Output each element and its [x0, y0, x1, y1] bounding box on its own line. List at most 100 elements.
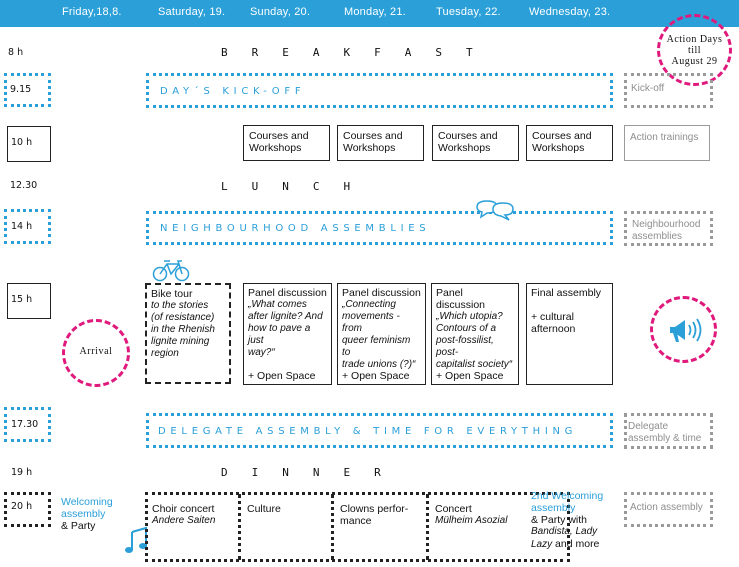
divider-3 [426, 494, 429, 560]
welcoming-text: Welcoming assembly & Party [61, 496, 113, 532]
bike-tour-line5: region [151, 348, 179, 359]
second-welcoming-line2: assembly [531, 502, 576, 514]
action-days-badge [657, 14, 732, 86]
panel-tuesday: Panel discussion „Which utopia? Contours… [431, 283, 519, 385]
second-welcoming-line4: Bandista, Lady [531, 526, 598, 537]
day-wednesday: Wednesday, 23. [529, 6, 611, 18]
day-friday: Friday,18,8. [62, 6, 122, 18]
courses-monday-line1: Courses and [343, 130, 403, 142]
courses-monday-line2: Workshops [343, 142, 396, 154]
panel-sunday-title: Panel discussion [248, 287, 327, 299]
panel-monday: Panel discussion „Connecting movements -… [337, 283, 426, 385]
panel-sunday-line3: how to pave a just [248, 323, 311, 346]
panel-monday-open-space: + Open Space [342, 370, 410, 382]
panel-sunday: Panel discussion „What comes after ligni… [243, 283, 332, 385]
time-1230: 12.30 [10, 180, 38, 191]
final-assembly-title: Final assembly [531, 287, 602, 299]
time-915: 9.15 [10, 84, 32, 95]
panel-monday-line3: queer feminism to [342, 335, 411, 358]
courses-monday: Courses and Workshops [337, 125, 424, 161]
days-header-bar [0, 0, 739, 27]
courses-wednesday: Courses and Workshops [526, 125, 613, 161]
bike-tour-line3: in the Rhenish [151, 324, 215, 335]
final-assembly-line1: + cultural [531, 311, 574, 323]
courses-sunday: Courses and Workshops [243, 125, 330, 161]
action-days-line2: till [687, 45, 702, 56]
delegate-label: DELEGATE ASSEMBLY & TIME FOR EVERYTHING [158, 426, 578, 437]
action-days-line3: August 29 [671, 56, 718, 67]
evening-band [145, 492, 570, 562]
courses-sunday-line2: Workshops [249, 142, 302, 154]
courses-tuesday-line2: Workshops [438, 142, 491, 154]
courses-wednesday-line1: Courses and [532, 130, 592, 142]
time-box-14h [4, 209, 51, 244]
time-box-915 [4, 73, 51, 107]
time-box-20h [4, 492, 51, 527]
divider-1 [238, 494, 241, 560]
delegate-band [146, 413, 613, 448]
concert: Concert Mülheim Asozial [435, 503, 507, 527]
lunch-label: LUNCH [221, 180, 375, 193]
panel-tuesday-title: Panel discussion [436, 287, 486, 311]
right-neighbourhood-line1: Neighbourhood [632, 219, 701, 230]
arrival-label: Arrival [79, 346, 113, 357]
right-neighbourhood-text: Neighbourhood assemblies [632, 219, 700, 243]
speech-bubbles-icon [476, 200, 514, 221]
time-8h: 8 h [8, 47, 24, 58]
panel-monday-line4: trade unions (?)“ [342, 359, 416, 370]
final-assembly-box: Final assembly + cultural afternoon [526, 283, 613, 385]
time-20h: 20 h [11, 501, 33, 512]
time-box-1730 [4, 407, 51, 442]
culture: Culture [247, 503, 281, 515]
final-assembly-line2: afternoon [531, 323, 576, 335]
clowns-line1: Clowns perfor- [340, 503, 409, 515]
second-welcoming-line5a: Lazy [531, 539, 553, 550]
courses-tuesday-line1: Courses and [438, 130, 498, 142]
time-10h: 10 h [11, 137, 33, 148]
concert-title: Concert [435, 503, 472, 515]
right-delegate-line1: Delegate [628, 421, 669, 432]
bike-tour-box: Bike tour to the stories (of resistance)… [145, 283, 231, 384]
bike-tour-line4: lignite mining [151, 336, 210, 347]
bike-tour-line2: (of resistance) [151, 312, 215, 323]
second-welcoming-line5b: and more [552, 538, 600, 550]
right-action-assembly-label: Action assembly [630, 502, 703, 513]
kickoff-band [146, 73, 613, 108]
choir-concert-title: Choir concert [152, 503, 215, 515]
divider-2 [331, 494, 334, 560]
choir-concert-sub: Andere Saiten [152, 515, 216, 526]
day-tuesday: Tuesday, 22. [436, 6, 501, 18]
right-kickoff-label: Kick-off [631, 83, 665, 94]
panel-sunday-open-space: + Open Space [248, 370, 316, 382]
panel-tuesday-line3: post-fossilist, post- [436, 335, 494, 358]
concert-sub: Mülheim Asozial [435, 515, 508, 526]
choir-concert: Choir concert Andere Saiten [152, 503, 215, 527]
welcoming-line1: Welcoming [61, 496, 113, 508]
neighbourhood-label: NEIGHBOURHOOD ASSEMBLIES [160, 223, 431, 234]
time-14h: 14 h [11, 221, 33, 232]
right-action-assembly-box [624, 492, 713, 527]
second-welcoming-line1: 2nd Welcoming [531, 490, 604, 502]
megaphone-icon [670, 318, 702, 342]
right-delegate-box [624, 413, 713, 449]
day-monday: Monday, 21. [344, 6, 406, 18]
panel-tuesday-open-space: + Open Space [436, 370, 504, 382]
bicycle-icon [152, 260, 190, 282]
action-days-line1: Action Days [666, 34, 723, 45]
right-trainings-label: Action trainings [630, 132, 699, 143]
arrival-circle [62, 319, 130, 387]
panel-sunday-line4: way?“ [248, 347, 275, 358]
time-box-15h [7, 283, 51, 319]
clowns-line2: mance [340, 515, 372, 527]
bike-tour-title: Bike tour [151, 288, 193, 300]
dinner-label: DINNER [221, 466, 405, 479]
courses-wednesday-line2: Workshops [532, 142, 585, 154]
day-sunday: Sunday, 20. [250, 6, 311, 18]
megaphone-circle [650, 296, 717, 363]
panel-tuesday-line1: „Which utopia? [436, 311, 503, 322]
right-neighbourhood-line2: assemblies [632, 231, 683, 242]
right-delegate-text: Delegate assembly & time [628, 421, 701, 445]
day-saturday: Saturday, 19. [158, 6, 226, 18]
clowns-performance: Clowns perfor- mance [340, 503, 408, 527]
panel-monday-line1: „Connecting [342, 299, 396, 310]
